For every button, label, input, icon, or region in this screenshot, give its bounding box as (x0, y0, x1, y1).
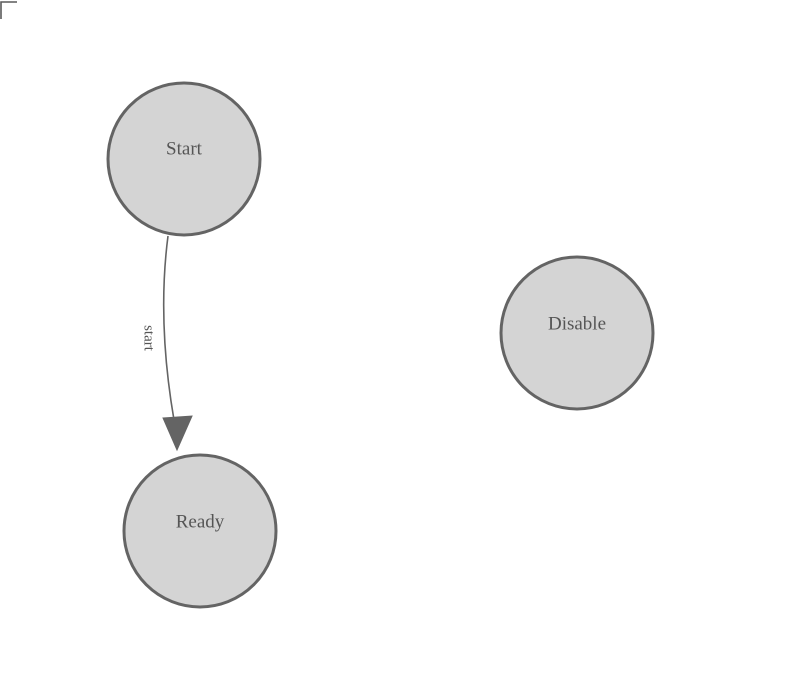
arrowhead-icon (162, 415, 193, 452)
node-start-label: Start (166, 138, 203, 159)
node-ready[interactable]: Ready (122, 453, 278, 609)
crop-corner-mark-icon (0, 1, 17, 19)
node-disable-label: Disable (548, 313, 606, 334)
node-ready-circle[interactable] (122, 453, 278, 609)
node-start-circle[interactable] (106, 81, 262, 237)
edge-path (162, 235, 175, 421)
edge-start-to-ready[interactable]: start (141, 235, 193, 452)
edge-label-start: start (141, 325, 157, 352)
node-disable[interactable]: Disable (499, 255, 655, 411)
node-disable-circle[interactable] (499, 255, 655, 411)
node-start[interactable]: Start (106, 81, 262, 237)
node-ready-label: Ready (176, 511, 225, 532)
